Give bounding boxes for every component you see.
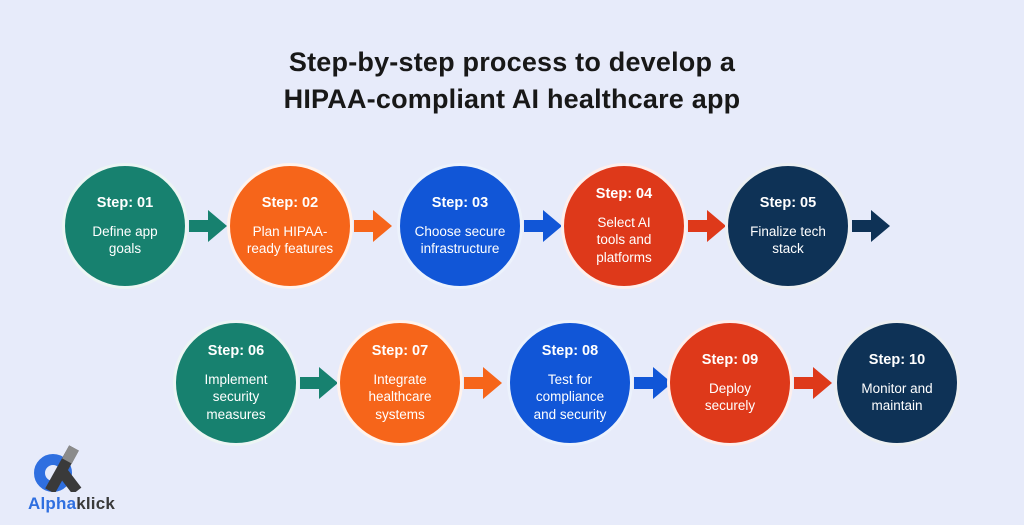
step-04: Step: 04 Select AI tools and platforms [561, 163, 733, 289]
step-description: Test for compliance and security [533, 372, 607, 422]
alphaklick-logo-mark-icon [34, 445, 82, 492]
step-01: Step: 01 Define app goals [62, 163, 234, 289]
logo-text-alpha: Alpha [28, 494, 77, 513]
step-02: Step: 02 Plan HIPAA- ready features [227, 163, 399, 289]
step-description: Finalize tech stack [750, 223, 826, 256]
step-label: Step: 09 [701, 351, 759, 368]
step-05-circle: Step: 05 Finalize tech stack [725, 163, 851, 289]
step-label: Step: 07 [371, 343, 429, 360]
step-08: Step: 08 Test for compliance and securit… [507, 320, 679, 446]
step-description: Monitor and maintain [861, 380, 933, 413]
step-04-circle: Step: 04 Select AI tools and platforms [561, 163, 687, 289]
arrow-right-icon [688, 210, 726, 242]
alphaklick-logo: Alphaklick [28, 444, 148, 514]
arrow-right-icon [300, 367, 338, 399]
arrow-right-icon [189, 210, 227, 242]
arrow-right-icon [354, 210, 392, 242]
step-10: Step: 10 Monitor and maintain [834, 320, 1006, 446]
step-06-circle: Step: 06 Implement security measures [173, 320, 299, 446]
step-description: Implement security measures [204, 372, 268, 422]
arrow-right-icon [794, 367, 832, 399]
step-label: Step: 01 [96, 194, 154, 211]
step-10-circle: Step: 10 Monitor and maintain [834, 320, 960, 446]
step-description: Define app goals [92, 223, 158, 256]
step-description: Integrate healthcare systems [368, 372, 432, 422]
step-description: Choose secure infrastructure [414, 223, 506, 256]
step-label: Step: 06 [207, 343, 265, 360]
step-label: Step: 08 [541, 343, 599, 360]
step-07-circle: Step: 07 Integrate healthcare systems [337, 320, 463, 446]
step-label: Step: 05 [759, 194, 817, 211]
arrow-right-icon [852, 210, 890, 242]
step-07: Step: 07 Integrate healthcare systems [337, 320, 509, 446]
step-01-circle: Step: 01 Define app goals [62, 163, 188, 289]
logo-text-klick: klick [76, 494, 116, 513]
step-label: Step: 03 [431, 194, 489, 211]
step-description: Select AI tools and platforms [596, 215, 652, 265]
step-06: Step: 06 Implement security measures [173, 320, 345, 446]
title-line-2: HIPAA-compliant AI healthcare app [283, 84, 741, 114]
arrow-right-icon [634, 367, 672, 399]
page-title: Step-by-step process to develop a HIPAA-… [0, 44, 1024, 118]
step-label: Step: 04 [595, 186, 653, 203]
arrow-right-icon [464, 367, 502, 399]
step-09-circle: Step: 09 Deploy securely [667, 320, 793, 446]
step-description: Plan HIPAA- ready features [246, 223, 334, 256]
step-label: Step: 10 [868, 351, 926, 368]
step-09: Step: 09 Deploy securely [667, 320, 839, 446]
arrow-right-icon [524, 210, 562, 242]
step-08-circle: Step: 08 Test for compliance and securit… [507, 320, 633, 446]
step-description: Deploy securely [704, 380, 756, 413]
step-03-circle: Step: 03 Choose secure infrastructure [397, 163, 523, 289]
step-03: Step: 03 Choose secure infrastructure [397, 163, 569, 289]
logo-wordmark: Alphaklick [28, 494, 148, 514]
step-label: Step: 02 [261, 194, 319, 211]
step-02-circle: Step: 02 Plan HIPAA- ready features [227, 163, 353, 289]
step-05: Step: 05 Finalize tech stack [725, 163, 897, 289]
title-line-1: Step-by-step process to develop a [288, 47, 736, 77]
